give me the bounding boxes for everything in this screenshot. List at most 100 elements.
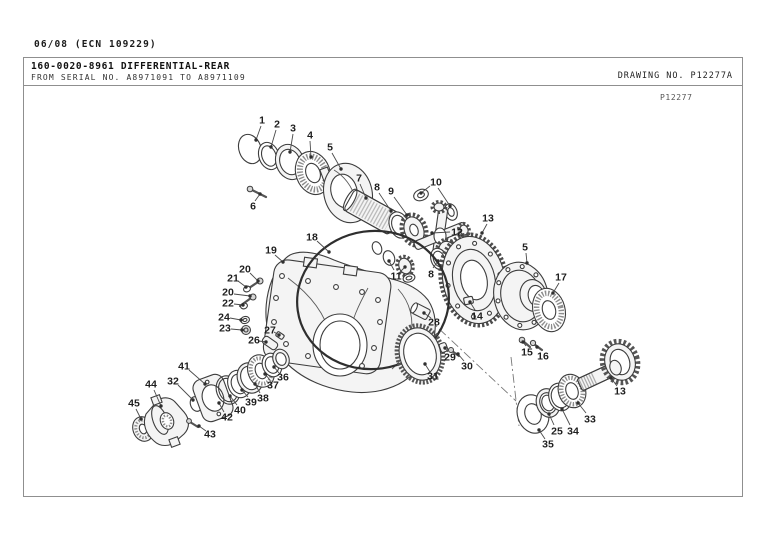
svg-text:21: 21	[227, 273, 239, 285]
part-44-yoke-flange	[143, 393, 190, 449]
callout-12: 12	[430, 227, 463, 239]
callout-39: 39	[240, 388, 257, 409]
svg-text:6: 6	[250, 201, 256, 213]
svg-text:38: 38	[257, 393, 269, 405]
callout-10: 10	[419, 177, 452, 208]
svg-text:41: 41	[178, 361, 190, 373]
svg-text:19: 19	[265, 245, 277, 257]
sheet-border: 160-0020-8961 DIFFERENTIAL-REAR FROM SER…	[23, 57, 743, 497]
title-block: 160-0020-8961 DIFFERENTIAL-REAR FROM SER…	[24, 58, 742, 86]
svg-text:26: 26	[248, 335, 260, 347]
part-18-o-ring	[296, 229, 450, 371]
svg-text:31: 31	[427, 371, 439, 383]
svg-text:35: 35	[542, 439, 554, 451]
part-28-dowel-pin	[410, 302, 431, 320]
svg-text:10: 10	[430, 177, 442, 189]
callout-20: 20	[239, 264, 260, 283]
part-17-bearing	[531, 287, 567, 333]
svg-text:33: 33	[584, 414, 596, 426]
callout-19: 19	[265, 245, 285, 264]
svg-text:40: 40	[234, 405, 246, 417]
svg-text:15: 15	[521, 347, 533, 359]
svg-text:5: 5	[522, 242, 528, 254]
part-10-washers	[413, 188, 458, 221]
svg-text:3: 3	[290, 123, 296, 135]
callout-3: 3	[288, 123, 296, 154]
revision-note: 06/08 (ECN 109229)	[34, 39, 157, 50]
svg-text:18: 18	[306, 232, 318, 244]
callout-28: 28	[422, 311, 440, 329]
callout-33: 33	[576, 401, 596, 426]
callout-1: 1	[254, 115, 265, 142]
part-number-title: 160-0020-8961 DIFFERENTIAL-REAR	[31, 61, 231, 72]
callout-8: 8	[374, 182, 393, 213]
callout-21: 21	[227, 273, 248, 289]
callout-34: 34	[560, 407, 579, 438]
svg-text:2: 2	[274, 119, 280, 131]
callout-4: 4	[307, 130, 313, 159]
callout-24: 24	[218, 312, 243, 324]
callout-37: 37	[263, 372, 279, 392]
callout-13: 13	[609, 376, 626, 398]
callout-11: 11	[387, 259, 407, 283]
part-26-breather	[261, 335, 279, 351]
svg-text:39: 39	[245, 397, 257, 409]
callout-40: 40	[228, 394, 246, 417]
svg-text:32: 32	[167, 376, 179, 388]
svg-text:8: 8	[428, 269, 434, 281]
svg-text:11: 11	[390, 271, 401, 283]
callout-25: 25	[547, 412, 563, 438]
svg-text:42: 42	[221, 412, 233, 424]
callout-27: 27	[264, 325, 281, 337]
part-31-tone-ring	[394, 323, 446, 385]
callout-35: 35	[537, 428, 554, 451]
callout-42: 42	[217, 401, 233, 424]
svg-text:7: 7	[356, 173, 362, 185]
part-14-lock-tab	[463, 295, 474, 306]
callout-18: 18	[306, 232, 331, 254]
svg-text:13: 13	[482, 213, 494, 225]
callout-5: 5	[522, 242, 529, 265]
svg-text:36: 36	[277, 372, 289, 384]
svg-text:17: 17	[555, 272, 567, 284]
svg-text:37: 37	[267, 380, 279, 392]
svg-text:1: 1	[259, 115, 265, 127]
svg-text:43: 43	[204, 429, 216, 441]
callout-2: 2	[269, 119, 280, 149]
svg-text:30: 30	[461, 361, 473, 373]
part-7-splined-shaft	[342, 188, 400, 235]
part-43-screw	[186, 418, 200, 429]
svg-text:20: 20	[222, 287, 234, 299]
part-12-spider-cross	[413, 200, 471, 265]
callout-45: 45	[128, 398, 143, 421]
callout-36: 36	[272, 365, 289, 384]
svg-text:4: 4	[307, 130, 313, 142]
callout-13: 13	[480, 213, 494, 235]
svg-text:28: 28	[428, 317, 440, 329]
callout-15: 15	[521, 340, 533, 359]
part-2-washer	[257, 141, 281, 171]
svg-text:44: 44	[145, 379, 157, 391]
svg-text:8: 8	[374, 182, 380, 194]
callout-17: 17	[551, 272, 567, 295]
callout-8: 8	[428, 259, 440, 281]
serial-range: FROM SERIAL NO. A8971091 TO A8971109	[31, 72, 246, 82]
svg-text:24: 24	[218, 312, 230, 324]
callout-20: 20	[222, 287, 252, 299]
callout-43: 43	[197, 424, 216, 441]
callout-16: 16	[535, 345, 549, 363]
callout-14: 14	[468, 300, 483, 323]
part-19-carrier-housing	[262, 251, 436, 394]
callout-31: 31	[423, 362, 439, 383]
svg-text:20: 20	[239, 264, 251, 276]
svg-text:16: 16	[537, 351, 549, 363]
svg-text:23: 23	[219, 323, 231, 335]
svg-text:14: 14	[471, 311, 483, 323]
callout-29: 29	[443, 346, 456, 364]
svg-text:12: 12	[451, 227, 463, 239]
svg-text:5: 5	[327, 142, 333, 154]
callout-38: 38	[253, 382, 269, 405]
callout-7: 7	[356, 173, 368, 200]
